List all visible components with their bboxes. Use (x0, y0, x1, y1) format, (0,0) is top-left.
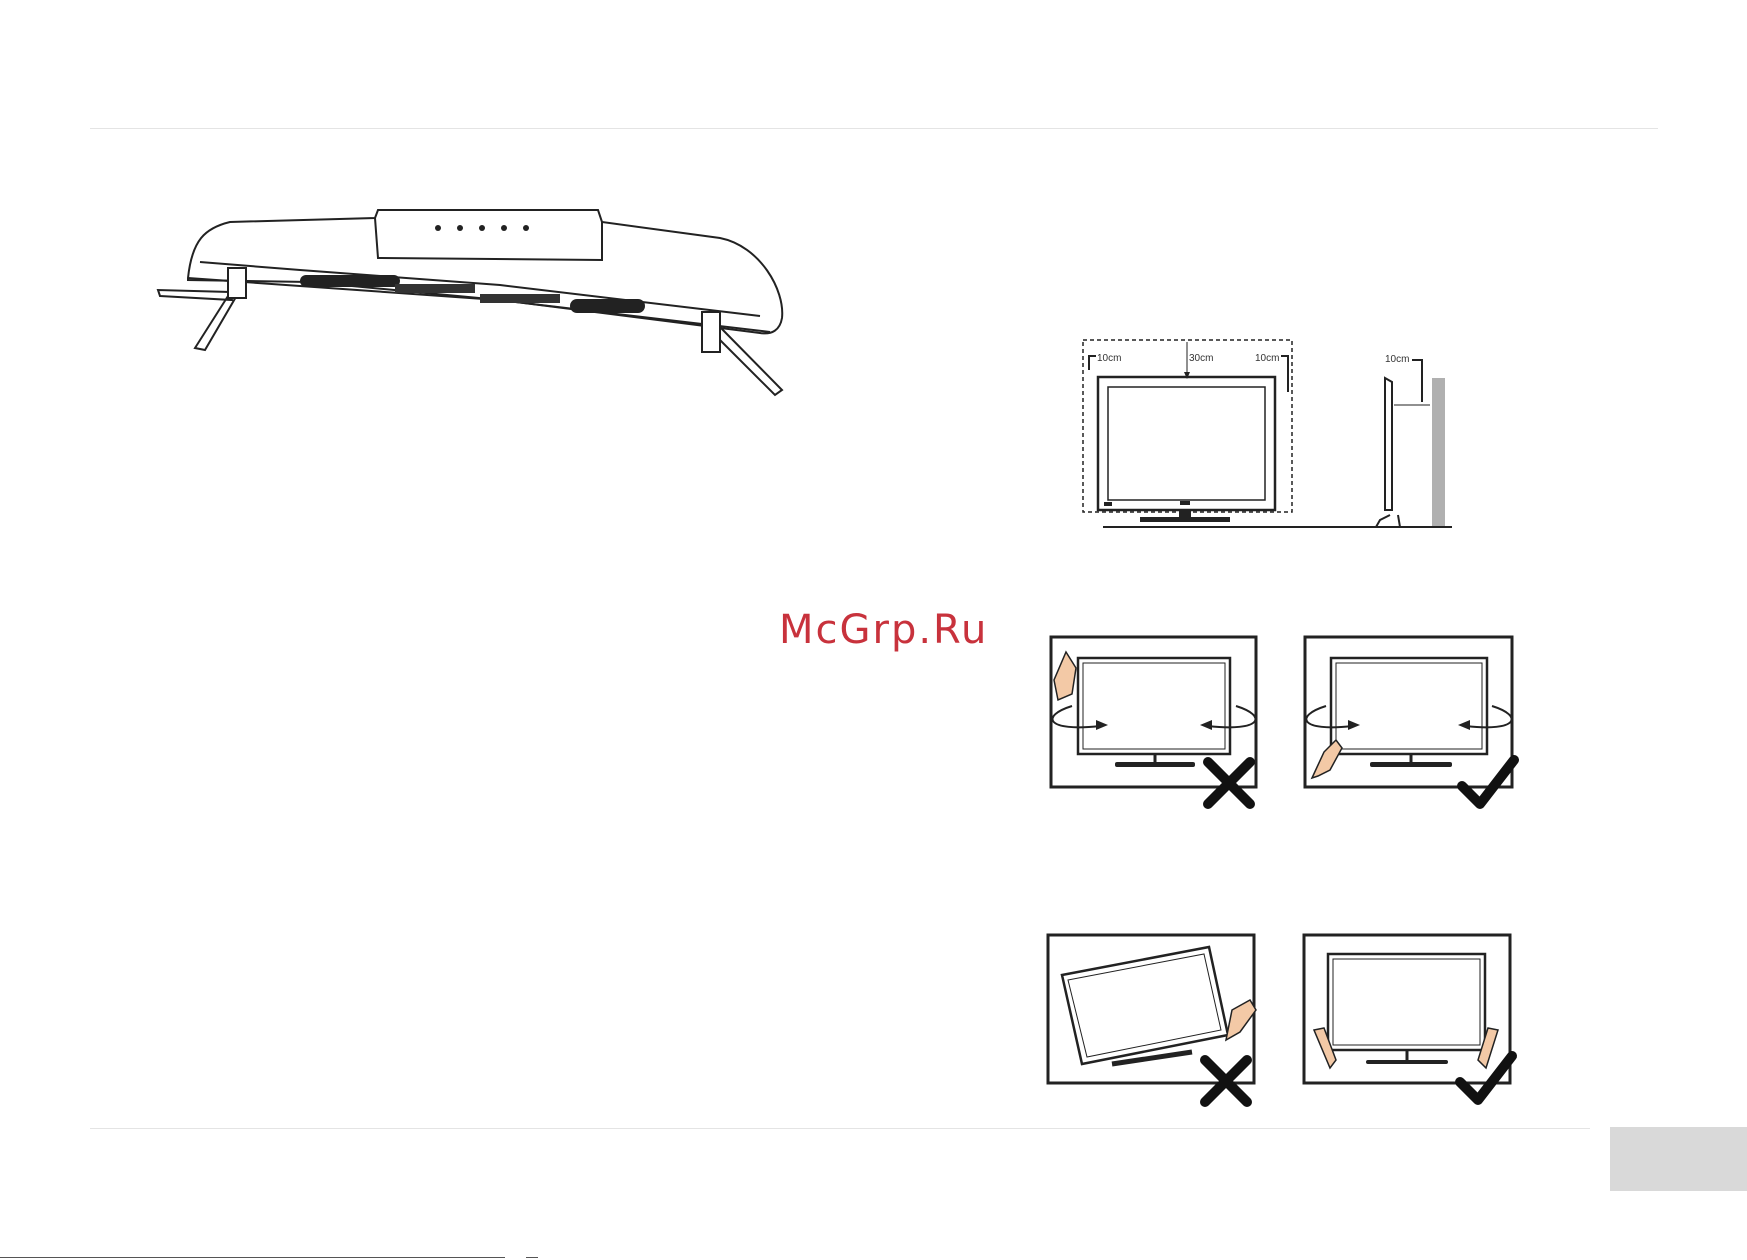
tv-stand-assembly-illustration (158, 210, 782, 395)
clearance-left-label: 10cm (1097, 353, 1121, 364)
clearance-top-label: 30cm (1189, 353, 1213, 364)
clearance-diagram: 10cm 30cm 10cm 10cm (1083, 340, 1452, 527)
carry-tilted-wrong-panel (1048, 935, 1256, 1102)
carry-sides-correct-panel (1305, 637, 1514, 804)
clearance-right-label: 10cm (1255, 353, 1279, 364)
carry-level-correct-panel (1304, 935, 1512, 1100)
carry-sides-wrong-panel (1051, 637, 1256, 804)
clearance-rear-label: 10cm (1385, 354, 1409, 365)
